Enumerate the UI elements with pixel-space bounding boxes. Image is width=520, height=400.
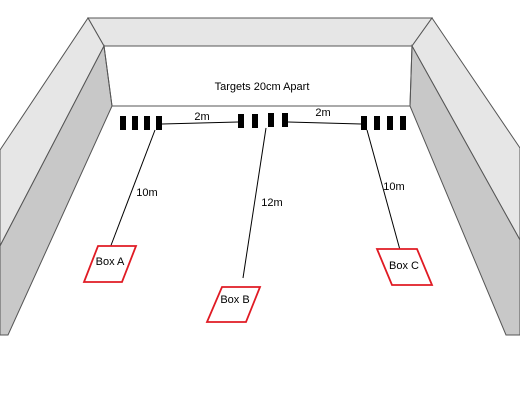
room-walls [0,17,520,336]
target-bar [132,116,138,130]
target-bar [120,116,126,130]
distance-label-c: 10m [383,181,404,193]
target-group-b [238,113,288,128]
target-bar [156,116,162,130]
distance-line-b [242,127,267,279]
box-b-outline [205,286,262,323]
distance-label-b: 12m [261,197,282,209]
target-bar [268,113,274,127]
target-group-c [361,116,406,130]
spacing-line-left [161,121,239,125]
box-a: Box A [82,245,138,283]
back-wall-right-edge [409,45,413,107]
left-wall-top [0,17,105,247]
distance-line-c [366,129,401,251]
target-bar [387,116,393,130]
diagram-title: Targets 20cm Apart [215,81,310,93]
box-b: Box B [205,286,262,323]
box-c-label: Box C [389,260,419,272]
back-wall-left-edge [103,45,113,107]
box-a-outline [82,245,138,283]
distance-label-a: 10m [136,187,157,199]
spacing-label-left: 2m [194,111,209,123]
target-bar [144,116,150,130]
box-c: Box C [375,248,434,286]
target-bar [400,116,406,130]
box-c-outline [375,248,434,286]
target-bar [252,114,258,128]
box-b-label: Box B [220,294,249,306]
back-wall-top [87,17,433,47]
target-group-a [120,116,162,130]
target-bar [282,113,288,127]
box-a-label: Box A [96,256,125,268]
right-wall-top [411,17,520,242]
target-bar [374,116,380,130]
spacing-label-right: 2m [315,107,330,119]
target-bar [238,114,244,128]
target-bar [361,116,367,130]
distance-line-a [109,129,156,249]
spacing-line-right [287,121,362,125]
